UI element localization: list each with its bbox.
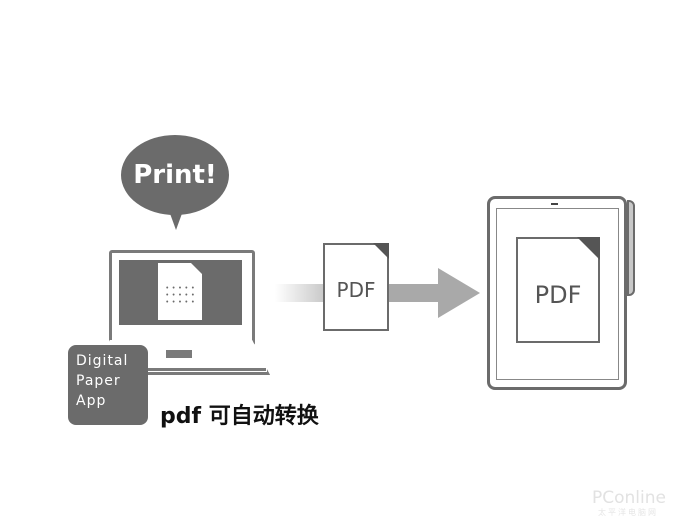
tablet-screen: [496, 208, 619, 380]
print-label: Print!: [133, 160, 217, 190]
laptop-trackpad: [166, 350, 192, 358]
stylus-pen-icon: [627, 200, 635, 296]
app-badge-line-2: Paper: [76, 373, 121, 389]
digital-paper-app-badge: Digital Paper App: [68, 345, 148, 425]
arrow-right-icon: [438, 268, 480, 318]
tablet-pdf-fold: [577, 237, 600, 260]
caption: pdf 可自动转换: [160, 404, 319, 429]
document-dots: • • • • • • • • • • • • • • •: [166, 285, 196, 306]
document-fold-icon: [191, 263, 202, 274]
watermark-logo: PConline: [592, 488, 666, 508]
app-badge-line-3: App: [76, 393, 107, 409]
app-badge-line-1: Digital: [76, 353, 129, 369]
pdf-file-label: PDF: [336, 278, 376, 302]
tablet-camera: [551, 203, 558, 205]
laptop-base-line: [96, 368, 266, 371]
tablet-pdf-label: PDF: [534, 281, 582, 309]
watermark-subtitle: 太平洋电脑网: [598, 508, 658, 517]
speech-bubble: [121, 135, 229, 215]
arrow-tail: [275, 284, 335, 302]
arrow-shaft: [380, 284, 440, 302]
speech-bubble-tail: [168, 208, 184, 230]
pdf-file-fold: [373, 243, 389, 259]
